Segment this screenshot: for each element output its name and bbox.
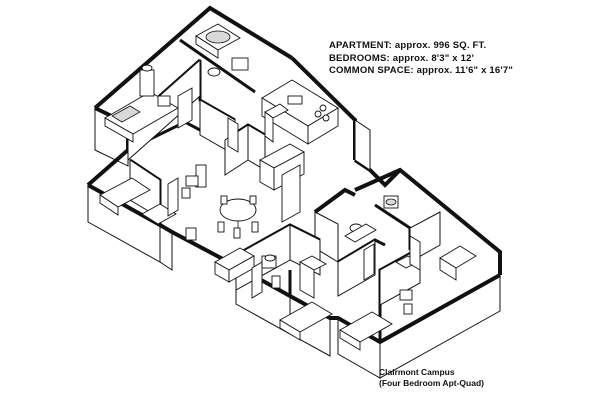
toilet-icon	[207, 67, 221, 77]
bed-icon	[104, 117, 134, 143]
stove-icon	[322, 114, 330, 122]
spec-value: approx. 8'3" x 12'	[392, 52, 475, 64]
door-icon	[227, 117, 239, 153]
door-icon	[409, 235, 421, 271]
sink-icon	[287, 95, 303, 105]
doors	[167, 87, 421, 299]
floor-plan-caption: Clairmont Campus (Four Bedroom Apt-Quad)	[379, 367, 484, 389]
spec-value: approx. 11'6" x 16'7"	[416, 65, 514, 76]
chair-icon	[251, 221, 259, 233]
kitchen-counter-icon	[281, 164, 301, 223]
chair-icon	[271, 275, 281, 289]
dresser-icon	[139, 69, 155, 97]
spec-label: APARTMENT:	[329, 40, 393, 51]
common-space	[185, 164, 259, 283]
spec-label: COMMON SPACE:	[329, 65, 414, 76]
bedroom-3	[261, 254, 333, 341]
spec-bedrooms: BEDROOMS: approx. 8'3" x 12'	[329, 53, 513, 66]
bathroom-2	[344, 195, 399, 243]
wall-top	[179, 38, 256, 94]
bathtub-icon	[205, 30, 231, 44]
door-icon	[177, 87, 193, 129]
lamp-icon	[141, 64, 153, 72]
kitchen-counter-icon	[307, 107, 339, 145]
spec-value: approx. 996 SQ. FT.	[394, 40, 487, 51]
spec-common-space: COMMON SPACE: approx. 11'6" x 16'7"	[329, 65, 513, 78]
dresser-icon	[439, 257, 457, 281]
kitchen	[259, 79, 339, 223]
dresser-icon	[141, 203, 177, 225]
wall-top	[93, 5, 294, 110]
stove-icon	[314, 110, 322, 118]
sink-icon	[385, 198, 397, 206]
bedroom-1	[104, 64, 179, 143]
refrigerator-icon	[264, 111, 274, 143]
dresser-icon	[299, 261, 315, 299]
wall-top	[235, 264, 501, 345]
bed-icon	[339, 329, 361, 351]
spec-label: BEDROOMS:	[329, 52, 390, 64]
bed-icon	[99, 194, 119, 216]
chair-icon	[217, 221, 225, 233]
bed-icon	[111, 105, 141, 123]
apartment-specs: APARTMENT: approx. 996 SQ. FT. BEDROOMS:…	[329, 40, 513, 78]
desk-icon	[185, 175, 199, 187]
chair-icon	[181, 187, 191, 199]
desk-icon	[157, 95, 171, 107]
bedroom-2	[99, 175, 199, 225]
sink-icon	[231, 57, 249, 71]
wall-top	[87, 183, 237, 268]
desk-icon	[399, 289, 413, 301]
chair-icon	[249, 195, 257, 205]
lamp-icon	[264, 254, 276, 262]
spec-apartment: APARTMENT: approx. 996 SQ. FT.	[329, 40, 513, 53]
side-table-icon	[185, 227, 197, 241]
chair-icon	[403, 303, 413, 315]
bed-icon	[279, 319, 301, 341]
door-icon	[167, 177, 179, 217]
stove-icon	[319, 104, 327, 112]
bathtub-icon	[195, 35, 219, 59]
wall-face	[314, 211, 339, 263]
chair-icon	[220, 195, 228, 205]
wall-face	[354, 119, 371, 171]
caption-title: Clairmont Campus	[379, 367, 455, 377]
door-icon	[363, 243, 375, 281]
chair-icon	[233, 227, 241, 239]
bathroom-1	[195, 23, 249, 77]
caption-subtitle: (Four Bedroom Apt-Quad)	[379, 378, 484, 388]
door-icon	[251, 261, 263, 299]
wall-top	[313, 187, 356, 214]
vanity-icon	[344, 223, 377, 243]
